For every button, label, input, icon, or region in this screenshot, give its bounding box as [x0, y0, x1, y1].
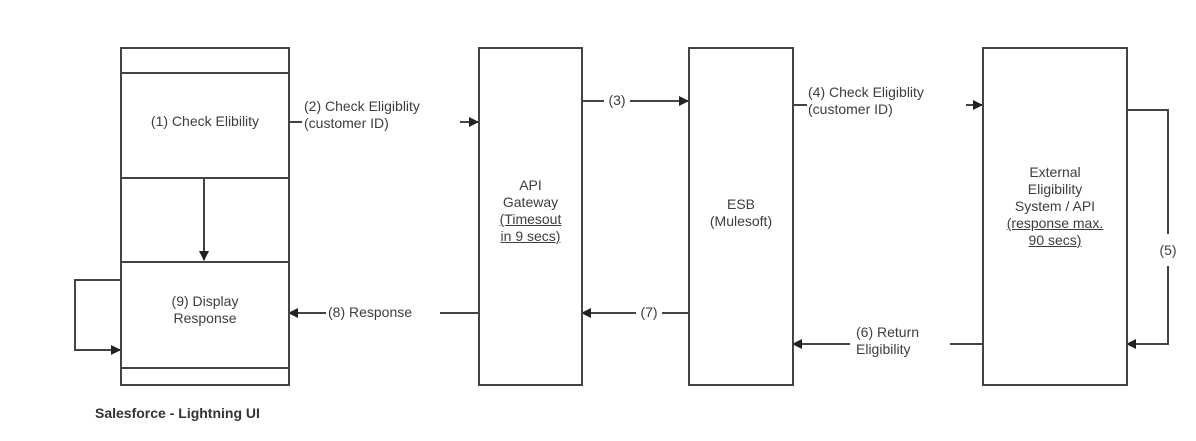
api-gateway-line1: API — [519, 177, 542, 193]
esb-label: ESB (Mulesoft) — [688, 196, 794, 230]
edge-7-text: (7) — [640, 304, 658, 320]
divider — [122, 72, 288, 74]
edge-2-label: (2) Check Eligiblity (customer ID) — [304, 98, 420, 132]
esb-line2: (Mulesoft) — [709, 213, 773, 229]
external-eligibility-node — [982, 47, 1128, 386]
external-response-note-line1: (response max. — [1006, 215, 1104, 231]
salesforce-caption: Salesforce - Lightning UI — [95, 405, 260, 421]
edge-2-label-line2: (customer ID) — [304, 115, 389, 131]
edge-5-loop — [1127, 109, 1169, 234]
edge-6-label: (6) Return Eligibility — [856, 324, 919, 358]
edge-8-label: (8) Response — [328, 304, 412, 321]
divider — [122, 261, 288, 263]
display-self-loop — [74, 279, 121, 355]
external-line2: Eligibility — [1027, 181, 1083, 197]
external-line1: External — [1029, 164, 1081, 180]
edge-2-label-line1: (2) Check Eligiblity — [304, 98, 420, 114]
api-gateway-timeout-line1: (Timesout — [499, 211, 562, 227]
edge-3-label: (3) — [604, 92, 630, 109]
edge-5-text: (5) — [1159, 242, 1177, 258]
esb-line1: ESB — [726, 196, 755, 212]
divider — [122, 367, 288, 369]
check-eligibility-label: (1) Check Elibility — [150, 113, 260, 129]
edge-5-label: (5) — [1154, 242, 1182, 259]
salesforce-lightning-container — [120, 47, 290, 386]
api-gateway-node — [478, 47, 583, 386]
api-gateway-timeout-line2: in 9 secs) — [500, 228, 561, 244]
divider — [122, 177, 288, 179]
edge-7-label: (7) — [636, 304, 662, 321]
edge-4-label-line2: (customer ID) — [808, 101, 893, 117]
edge-3-text: (3) — [608, 92, 626, 108]
display-response-line2: Response — [173, 310, 237, 326]
edge-4-label: (4) Check Eligiblity (customer ID) — [808, 84, 924, 118]
external-response-note-line2: 90 secs) — [1028, 232, 1082, 248]
api-gateway-line2: Gateway — [502, 194, 559, 210]
external-eligibility-label: External Eligibility System / API (respo… — [982, 164, 1128, 249]
external-line3: System / API — [1014, 198, 1096, 214]
edge-6-label-line1: (6) Return — [856, 324, 920, 340]
esb-node — [688, 47, 794, 386]
api-gateway-label: API Gateway (Timesout in 9 secs) — [478, 177, 583, 245]
display-response-step: (9) Display Response — [120, 293, 290, 327]
edge-5-loop-return — [1126, 266, 1169, 349]
display-response-line1: (9) Display — [171, 293, 239, 309]
edge-6-label-line2: Eligibility — [856, 341, 911, 357]
check-eligibility-step: (1) Check Elibility — [120, 113, 290, 130]
edge-8-text: (8) Response — [328, 304, 413, 320]
edge-4-label-line1: (4) Check Eligiblity — [808, 84, 924, 100]
